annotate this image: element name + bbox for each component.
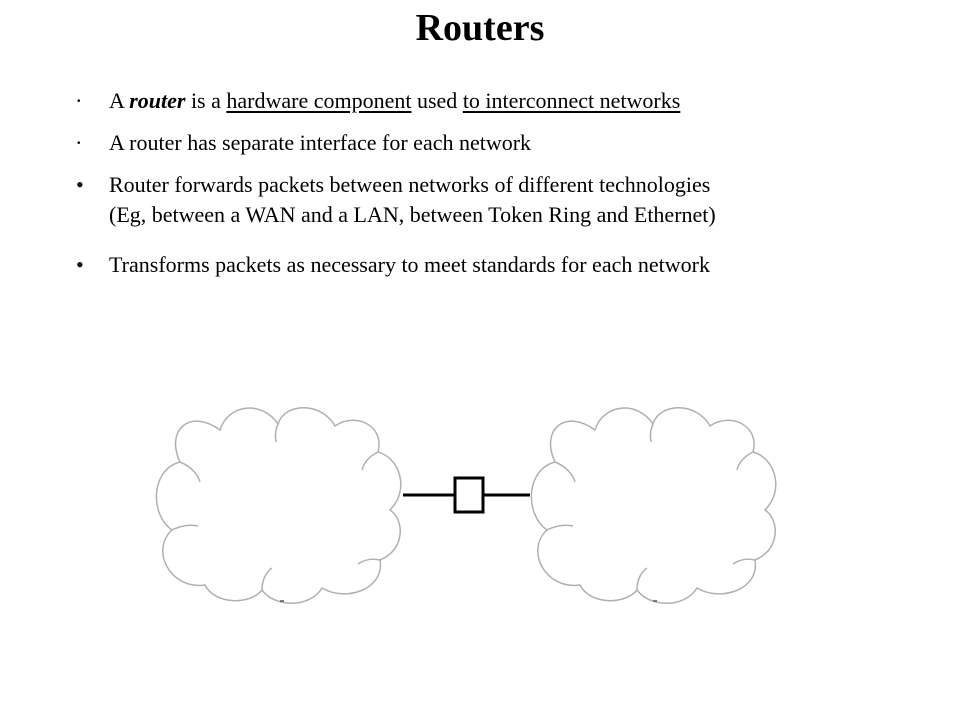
text-a: A	[109, 88, 130, 113]
bullet-mark: ∙	[76, 130, 82, 155]
bullet-mark: ∙	[76, 88, 82, 113]
bullet-list: ∙ A router is a hardware component used …	[76, 86, 916, 280]
bullet-text: A router is a hardware component used to…	[109, 86, 916, 116]
bullet-text-line-1: Router forwards packets between networks…	[109, 172, 711, 197]
text-is-a: is a	[185, 88, 227, 113]
bullet-router-definition: ∙ A router is a hardware component used …	[76, 86, 916, 116]
bullet-forwards-packets: • Router forwards packets between networ…	[76, 170, 916, 230]
bullet-text: A router has separate interface for each…	[109, 130, 532, 155]
router-box	[453, 476, 485, 514]
bullet-separate-interface: ∙ A router has separate interface for ea…	[76, 128, 916, 158]
bullet-mark: •	[76, 172, 84, 197]
bullet-transforms-packets: • Transforms packets as necessary to mee…	[76, 250, 916, 280]
bullet-mark: •	[76, 252, 84, 277]
term-hardware-component: hardware component	[226, 88, 412, 113]
term-router: router	[129, 88, 186, 113]
bullet-text-line-2: (Eg, between a WAN and a LAN, between To…	[109, 202, 716, 227]
left-network-cloud	[155, 407, 402, 604]
text-used: used	[411, 88, 463, 113]
slide-title: Routers	[415, 7, 545, 49]
bullet-text: Transforms packets as necessary to meet …	[109, 252, 710, 277]
term-interconnect-networks: to interconnect networks	[462, 88, 681, 113]
router-diagram	[155, 407, 777, 604]
router-connection	[403, 476, 530, 514]
right-network-cloud	[530, 407, 777, 604]
